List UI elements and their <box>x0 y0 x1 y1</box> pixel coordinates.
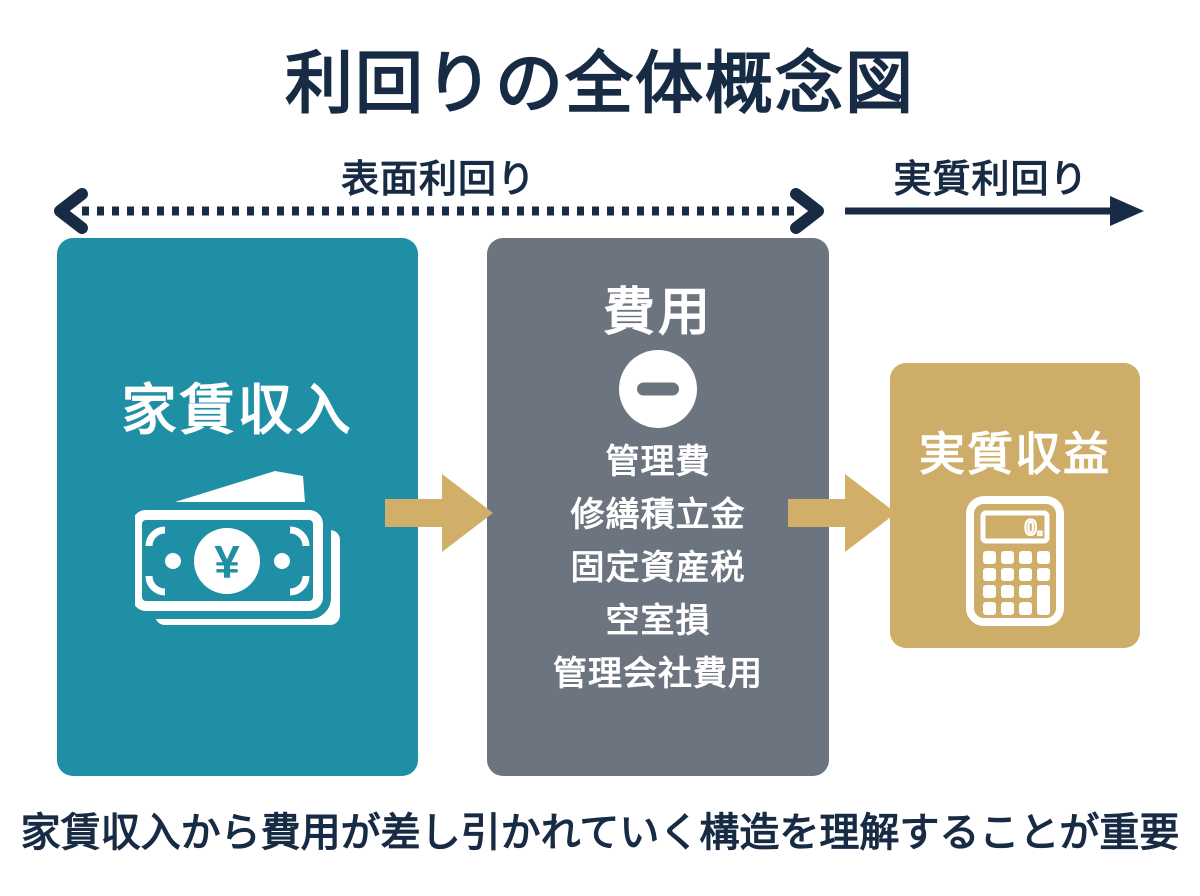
page-title: 利回りの全体概念図 <box>284 46 915 122</box>
income-box-label: 家賃収入 <box>121 379 354 441</box>
net-yield-label: 実質利回り <box>893 159 1089 201</box>
flow-arrow-expenses-to-profit <box>788 474 896 552</box>
calculator-icon: 0. <box>966 496 1064 626</box>
expenses-box: 費用 管理費 修繕積立金 固定資産税 空室損 管理会社費用 <box>487 238 829 776</box>
expense-item: 管理費 <box>605 443 711 481</box>
footer-note: 家賃収入から費用が差し引かれていく構造を理解することが重要 <box>20 811 1180 855</box>
flow-arrow-income-to-expenses <box>385 474 493 552</box>
net-profit-box: 実質収益 0. <box>890 363 1140 648</box>
solid-right-arrow-icon <box>845 196 1144 226</box>
calculator-display: 0. <box>1025 515 1043 540</box>
expenses-box-label: 費用 <box>602 284 713 342</box>
minus-circle-icon <box>619 350 697 428</box>
expense-item: 修繕積立金 <box>570 496 746 534</box>
expense-item: 管理会社費用 <box>553 655 763 693</box>
income-box: 家賃収入 ¥ <box>57 238 418 776</box>
minus-bar <box>637 382 679 396</box>
yield-span-arrows <box>54 188 1144 234</box>
yen-symbol: ¥ <box>214 536 240 588</box>
dotted-double-arrow-icon <box>54 188 824 234</box>
expense-list: 管理費 修繕積立金 固定資産税 空室損 管理会社費用 <box>487 436 829 701</box>
expense-item: 空室損 <box>605 602 711 640</box>
net-profit-box-label: 実質収益 <box>919 428 1111 480</box>
gross-yield-label: 表面利回り <box>340 159 536 201</box>
expense-item: 固定資産税 <box>570 549 746 587</box>
yen-banknotes-icon: ¥ <box>124 468 345 630</box>
